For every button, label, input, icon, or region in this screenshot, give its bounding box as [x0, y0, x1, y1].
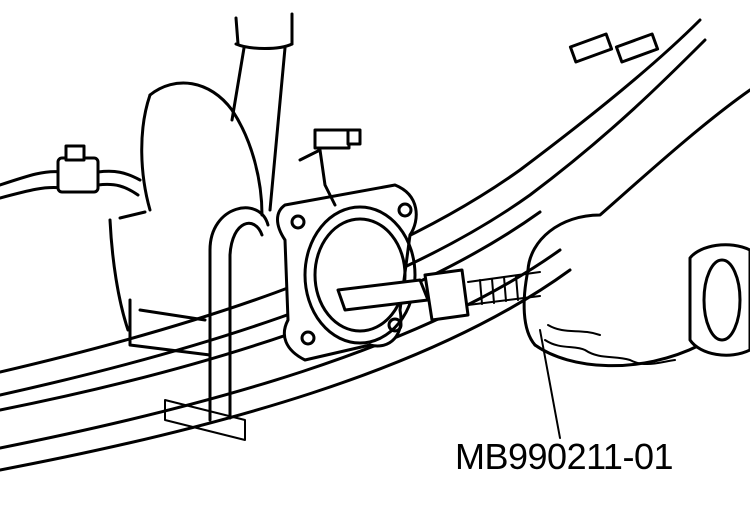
- axle-flange: [276, 183, 418, 362]
- brake-line-fitting: [298, 128, 362, 207]
- callout-leader-line: [539, 329, 561, 439]
- brake-backing-plate: [108, 81, 264, 332]
- shock-absorber: [230, 12, 294, 212]
- hand: [522, 88, 750, 368]
- brake-pipe-left: [0, 144, 142, 200]
- special-tool: [336, 268, 541, 322]
- u-bolt: [128, 206, 270, 441]
- part-number-label: MB990211-01: [455, 436, 674, 477]
